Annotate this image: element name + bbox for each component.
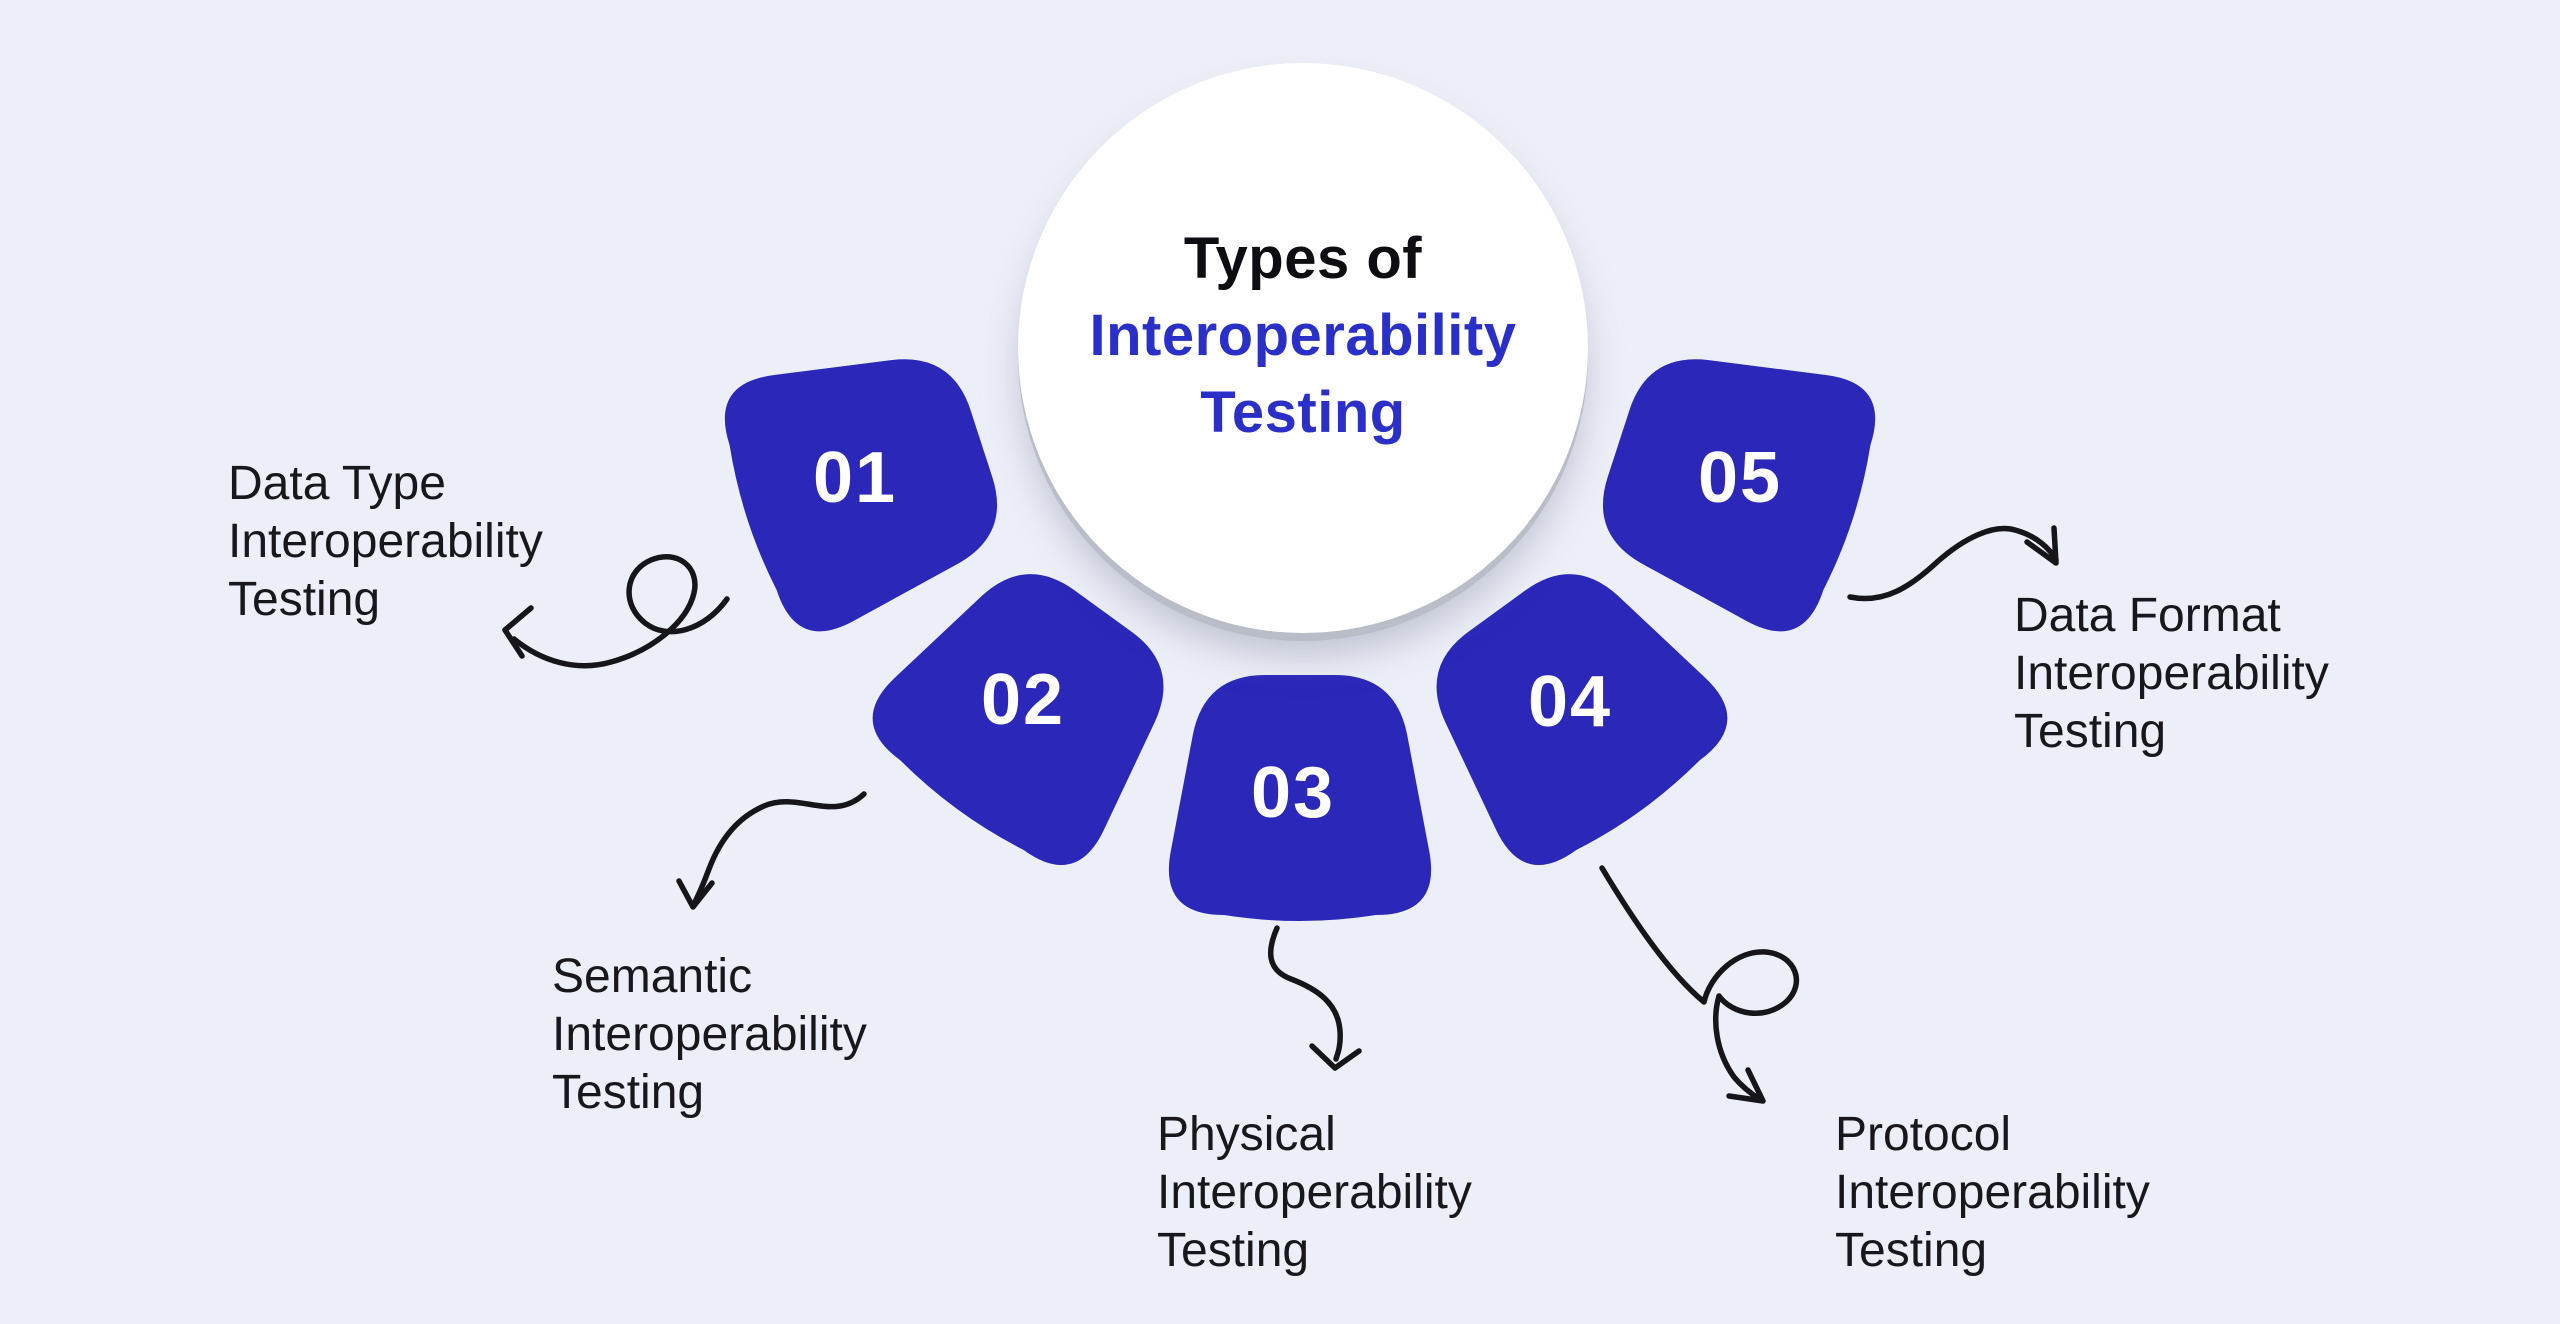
arrow-head: [1309, 1043, 1362, 1071]
arrow-curve: [691, 791, 867, 907]
label-line: Testing: [552, 1066, 705, 1119]
center-circle: Types of Interoperability Testing: [1018, 63, 1588, 633]
petal-number-01: 01: [812, 438, 898, 518]
label-line: Testing: [228, 573, 381, 626]
arrow-curve: [1268, 925, 1343, 1062]
diagram-title-line-2: Interoperability: [1089, 302, 1517, 368]
label-line: Interoperability: [228, 515, 543, 568]
petal-number-02: 02: [980, 660, 1066, 740]
label-line: Interoperability: [552, 1008, 867, 1061]
petal-number-04: 04: [1527, 662, 1613, 742]
petal-number-03: 03: [1250, 753, 1336, 833]
label-semantic: Semantic Interoperability Testing: [552, 948, 867, 1122]
arrow-curve: [1599, 865, 1799, 1103]
label-data-format: Data Format Interoperability Testing: [2014, 587, 2329, 761]
curved-arrow-4: [1599, 865, 1799, 1104]
label-protocol: Protocol Interoperability Testing: [1835, 1106, 2150, 1280]
label-line: Data Type: [228, 457, 446, 510]
label-line: Interoperability: [2014, 647, 2329, 700]
label-line: Physical: [1157, 1108, 1336, 1161]
label-line: Interoperability: [1157, 1166, 1472, 1219]
curved-arrow-5: [1847, 525, 2059, 602]
label-line: Protocol: [1835, 1108, 2012, 1161]
arrow-head: [676, 878, 715, 910]
arrow-curve: [1847, 525, 2059, 602]
arrow-head: [2024, 525, 2059, 566]
label-physical: Physical Interoperability Testing: [1157, 1106, 1472, 1280]
label-line: Testing: [2014, 705, 2167, 758]
diagram-title-line-1: Types of: [1183, 225, 1423, 291]
label-line: Data Format: [2014, 589, 2281, 642]
label-line: Semantic: [552, 950, 753, 1003]
label-line: Testing: [1157, 1224, 1310, 1277]
petal-number-05: 05: [1697, 438, 1783, 518]
diagram-title-line-3: Testing: [1200, 379, 1406, 445]
curved-arrow-1: [502, 553, 730, 669]
curved-arrow-2: [676, 791, 867, 910]
label-line: Interoperability: [1835, 1166, 2150, 1219]
arrow-head: [502, 605, 534, 659]
arrow-head: [1726, 1067, 1766, 1104]
arrow-curve: [511, 553, 730, 669]
label-data-type: Data Type Interoperability Testing: [228, 455, 543, 629]
curved-arrow-3: [1268, 925, 1362, 1071]
label-line: Testing: [1835, 1224, 1988, 1277]
